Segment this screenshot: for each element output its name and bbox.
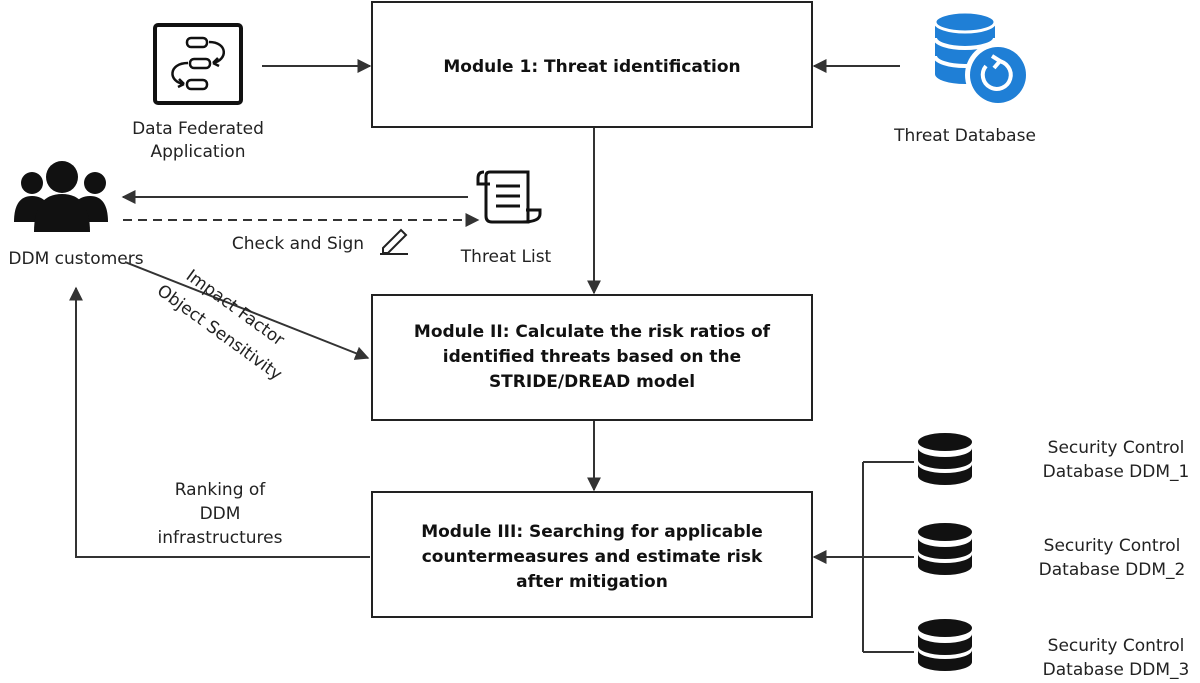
arrow-customers-to-module2 [124,261,370,360]
document-list-icon [476,170,542,224]
ranking-label-line3: infrastructures [158,528,283,548]
module-2-title-line2: identified threats based on the [443,347,741,367]
users-group-icon [14,161,108,232]
module-1-title: Module 1: Threat identification [443,57,740,77]
threat-list-label: Threat List [460,247,552,267]
security-db-3-label-line2: Database DDM_3 [1043,660,1190,680]
module-2-title-line1: Module II: Calculate the risk ratios of [414,322,771,342]
module-3-title-line2: countermeasures and estimate risk [422,547,763,567]
workflow-app-icon [153,23,243,105]
security-db-bracket [862,461,914,653]
app-label-line2: Application [151,142,246,162]
module-2-box: Module II: Calculate the risk ratios of … [371,294,813,421]
security-db-1-icon [918,433,972,485]
module-3-title-line3: after mitigation [516,572,668,592]
module-1-box: Module 1: Threat identification [371,1,813,128]
pencil-icon [380,228,408,255]
check-sign-label: Check and Sign [232,234,364,254]
module-3-title-line1: Module III: Searching for applicable [421,522,763,542]
module-3-box: Module III: Searching for applicable cou… [371,491,813,618]
security-db-1-label-line1: Security Control [1048,438,1185,458]
security-db-2-label-line2: Database DDM_2 [1039,560,1186,580]
module-2-title-line3: STRIDE/DREAD model [489,372,695,392]
database-sync-icon [933,10,1031,108]
app-label-line1: Data Federated [132,119,264,139]
ranking-label-line2: DDM [200,504,241,524]
arrow-module3-to-customers [69,286,370,558]
threat-database-label: Threat Database [893,126,1036,146]
security-db-2-icon [918,523,972,575]
security-db-1-label-line2: Database DDM_1 [1043,462,1190,482]
security-db-2-label-line1: Security Control [1044,536,1181,556]
security-db-3-label-line1: Security Control [1048,636,1185,656]
customers-label: DDM customers [8,249,143,269]
ranking-label-line1: Ranking of [175,480,267,500]
security-db-3-icon [918,619,972,671]
